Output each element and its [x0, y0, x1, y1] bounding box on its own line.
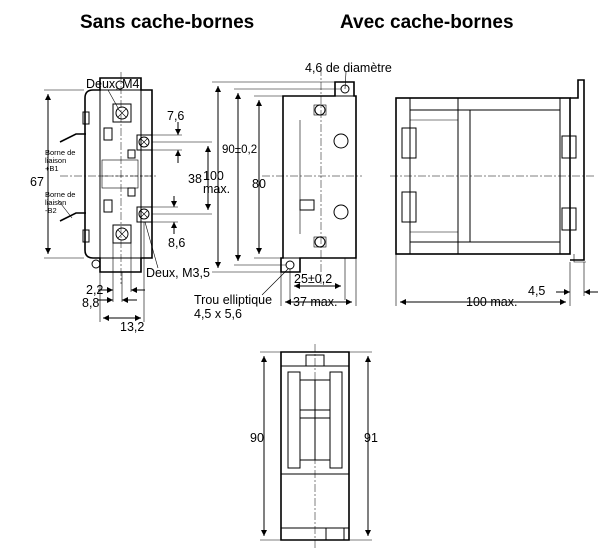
label-borne-b1-1: Borne de: [45, 148, 75, 157]
side-view: 100 max. 4,5: [390, 79, 598, 309]
label-deux-m4: Deux, M4: [86, 77, 140, 91]
label-trou-1: Trou elliptique: [194, 293, 272, 307]
dim-2-2: 2,2: [86, 283, 103, 297]
dim-100-max-side: 100 max.: [466, 295, 517, 309]
dim-100-max: 100: [203, 169, 224, 183]
front-view-without-cover: 67 7,6 38 8,6 2,2 8,8 13,2 Deux, M4 Deux…: [30, 72, 212, 334]
label-borne-b2-2: liaison: [45, 198, 66, 207]
dim-7-6: 7,6: [167, 109, 184, 123]
dim-37-max: 37 max.: [293, 295, 337, 309]
header-without-cover: Sans cache-bornes: [80, 12, 254, 33]
dim-4-5: 4,5: [528, 284, 545, 298]
dim-67: 67: [30, 175, 44, 189]
dim-38: 38: [188, 172, 202, 186]
label-diametre: 4,6 de diamètre: [305, 61, 392, 75]
dim-90-0-2: 90±0,2: [222, 144, 257, 156]
dim-80: 80: [252, 177, 266, 191]
bottom-view: 90 91: [250, 344, 378, 548]
dim-91: 91: [364, 431, 378, 445]
label-trou-2: 4,5 x 5,6: [194, 307, 242, 321]
dim-8-8: 8,8: [82, 296, 99, 310]
dim-8-6: 8,6: [168, 236, 185, 250]
header-with-cover: Avec cache-bornes: [340, 12, 514, 33]
dim-90: 90: [250, 431, 264, 445]
dim-25-0-2: 25±0,2: [294, 272, 332, 286]
front-view-with-cover: 100 max. 90±0,2 80 25±0,2 37 max. 4,6 de…: [194, 61, 392, 321]
label-borne-b2-3: -B2: [45, 206, 57, 215]
dim-100-max-suffix: max.: [203, 182, 230, 196]
label-borne-b1-2: liaison: [45, 156, 66, 165]
label-borne-b1-3: +B1: [45, 164, 59, 173]
dim-13-2: 13,2: [120, 320, 144, 334]
label-deux-m3-5: Deux, M3,5: [146, 266, 210, 280]
label-borne-b2-1: Borne de: [45, 190, 75, 199]
